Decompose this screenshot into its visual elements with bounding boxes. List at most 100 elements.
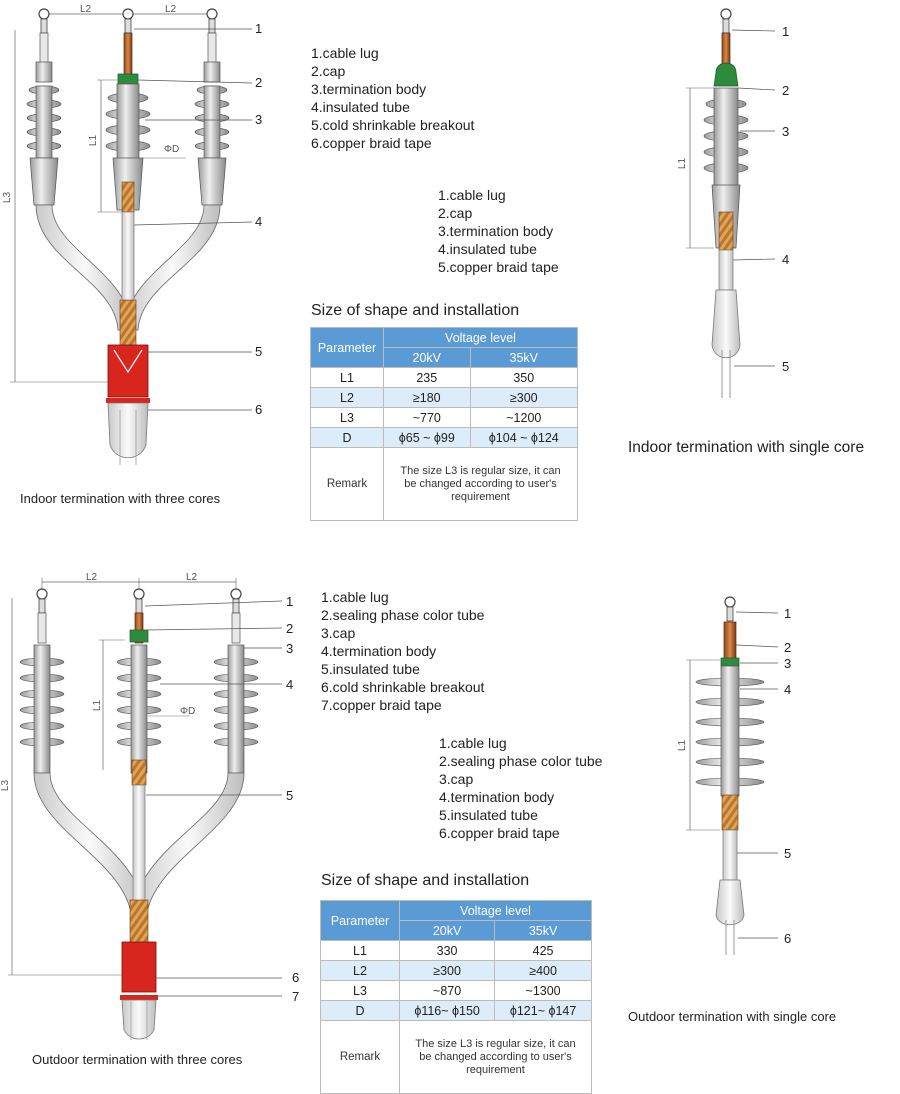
table-row: L1 330 425 [320, 940, 592, 961]
dim-l1: L1 [677, 739, 689, 752]
callout-3: 3 [782, 124, 790, 139]
callout-4: 4 [784, 682, 792, 697]
cell-param: L3 [320, 980, 400, 1001]
table-row: L2 ≥180 ≥300 [310, 387, 579, 408]
cell-20kv: 235 [383, 367, 471, 388]
legend-item: 1.cable lug [321, 589, 389, 605]
cell-param: L2 [310, 387, 384, 408]
header-20kv: 20kV [398, 920, 496, 941]
table-title-outdoor: Size of shape and installation [321, 872, 530, 889]
callout-3: 3 [286, 641, 294, 656]
legend-outdoor-single-core: 1.cable lug 2.sealing phase color tube 3… [439, 734, 602, 842]
dim-l1: L1 [92, 699, 104, 712]
callout-5: 5 [784, 846, 792, 861]
callout-4: 4 [255, 214, 263, 229]
callout-6: 6 [292, 970, 300, 985]
callout-1: 1 [784, 606, 792, 621]
spec-table-outdoor: Parameter Voltage level 20kV 35kV L1 330… [320, 900, 592, 1094]
table-row: L3 ~770 ~1200 [310, 407, 579, 428]
caption-indoor-three-core: Indoor termination with three cores [20, 491, 221, 506]
cell-35kv: ≥400 [494, 960, 592, 981]
callout-3: 3 [784, 656, 792, 671]
dim-l2-left: L2 [80, 4, 92, 15]
cell-35kv: ~1200 [469, 407, 579, 428]
caption-outdoor-single-core: Outdoor termination with single core [628, 1009, 837, 1024]
dim-l3: L3 [0, 779, 12, 792]
cell-param: L3 [310, 407, 384, 428]
callout-5: 5 [286, 788, 294, 803]
callout-5: 5 [255, 344, 263, 359]
legend-indoor-three-core: 1.cable lug 2.cap 3.termination body 4.i… [311, 44, 474, 152]
table-row-remark: Remark The size L3 is regular size, it c… [320, 1020, 592, 1094]
callout-2: 2 [784, 640, 792, 655]
caption-indoor-single-core: Indoor termination with single core [628, 439, 865, 456]
cell-20kv: ϕ116~ ϕ150 [398, 1000, 496, 1021]
callout-3: 3 [255, 112, 263, 127]
dim-l2-left: L2 [86, 572, 98, 583]
legend-item: 5.copper braid tape [438, 259, 559, 275]
dim-l2-right: L2 [186, 572, 198, 583]
legend-item: 5.insulated tube [439, 807, 538, 823]
legend-item: 2.cap [311, 63, 346, 79]
cell-param: D [320, 1000, 400, 1021]
legend-outdoor-three-core: 1.cable lug 2.sealing phase color tube 3… [321, 588, 484, 714]
dim-l2-right: L2 [165, 4, 177, 15]
table-row: L1 235 350 [310, 367, 579, 388]
legend-indoor-single-core: 1.cable lug 2.cap 3.termination body 4.i… [438, 186, 559, 276]
cell-remark-label: Remark [320, 1020, 400, 1094]
cell-35kv: ϕ121~ ϕ147 [494, 1000, 592, 1021]
spec-table-indoor: Parameter Voltage level 20kV 35kV L1 235… [310, 327, 579, 521]
cell-35kv: ~1300 [494, 980, 592, 1001]
cell-35kv: ≥300 [469, 387, 579, 408]
cell-20kv: ϕ65 ~ ϕ99 [383, 427, 471, 448]
callout-2: 2 [782, 83, 790, 98]
legend-item: 4.insulated tube [311, 99, 410, 115]
table-row: D ϕ65 ~ ϕ99 ϕ104 ~ ϕ124 [310, 427, 579, 448]
legend-item: 4.termination body [321, 643, 437, 659]
callout-2: 2 [286, 621, 294, 636]
header-voltage: Voltage level [399, 900, 592, 921]
legend-item: 6.copper braid tape [311, 135, 432, 151]
table-title-indoor: Size of shape and installation [311, 302, 520, 319]
header-35kv: 35kV [469, 347, 579, 368]
legend-item: 2.sealing phase color tube [321, 607, 485, 623]
cell-20kv: ≥300 [398, 960, 496, 981]
callout-1: 1 [782, 24, 790, 39]
legend-item: 6.copper braid tape [439, 825, 560, 841]
dim-phi-d: ΦD [164, 144, 180, 155]
callout-6: 6 [255, 402, 263, 417]
outdoor-three-core-drawing [8, 578, 283, 1040]
legend-item: 3.termination body [311, 81, 427, 97]
header-parameter: Parameter [310, 327, 384, 368]
cell-param: L1 [310, 367, 384, 388]
cell-35kv: 425 [494, 940, 592, 961]
legend-item: 4.termination body [439, 789, 555, 805]
legend-item: 5.cold shrinkable breakout [311, 117, 475, 133]
cell-35kv: 350 [469, 367, 579, 388]
callout-1: 1 [255, 21, 263, 36]
legend-item: 1.cable lug [439, 735, 507, 751]
header-20kv: 20kV [383, 347, 471, 368]
callout-1: 1 [286, 594, 294, 609]
dim-l1: L1 [88, 134, 100, 147]
callout-2: 2 [255, 75, 263, 90]
legend-item: 6.cold shrinkable breakout [321, 679, 485, 695]
cell-20kv: ~770 [383, 407, 471, 428]
outdoor-single-core-drawing [686, 596, 779, 955]
header-35kv: 35kV [494, 920, 592, 941]
table-row-remark: Remark The size L3 is regular size, it c… [310, 447, 578, 521]
cell-20kv: ~870 [398, 980, 496, 1001]
dim-l1: L1 [677, 157, 689, 170]
callout-6: 6 [784, 931, 792, 946]
table-row: L2 ≥300 ≥400 [320, 960, 592, 981]
indoor-three-core-drawing [10, 8, 253, 465]
dim-phi-d: ΦD [180, 706, 196, 717]
cell-20kv: ≥180 [383, 387, 471, 408]
header-voltage: Voltage level [383, 327, 578, 348]
cell-20kv: 330 [398, 940, 496, 961]
header-parameter: Parameter [320, 900, 400, 941]
legend-item: 2.cap [438, 205, 473, 221]
legend-item: 2.sealing phase color tube [439, 753, 603, 769]
legend-item: 7.copper braid tape [321, 697, 442, 713]
